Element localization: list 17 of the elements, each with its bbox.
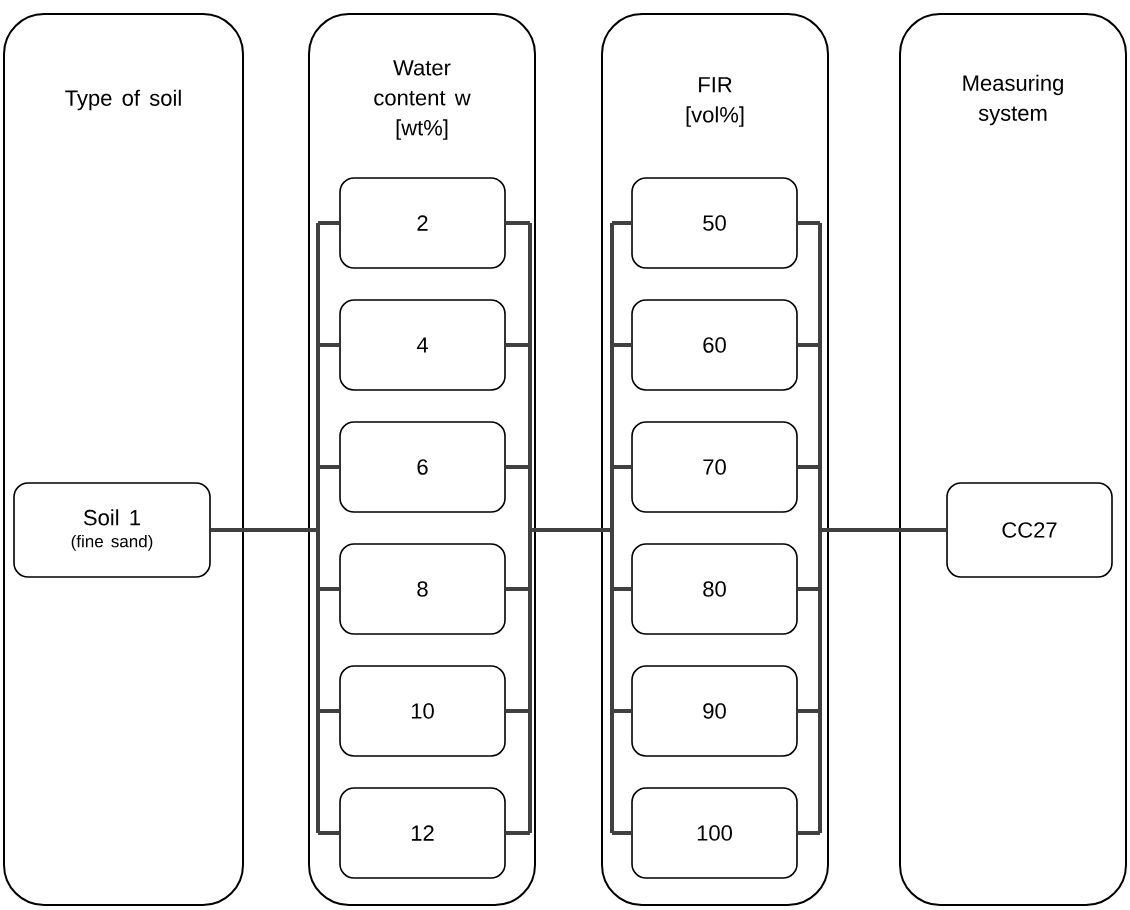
connector-line	[503, 221, 634, 835]
connector-line	[208, 221, 342, 835]
option-box: 70	[631, 421, 798, 513]
option-box: 6	[339, 421, 506, 513]
option-box: 12	[339, 787, 506, 879]
option-box: CC27	[946, 482, 1113, 578]
option-box: 50	[631, 177, 798, 269]
option-box: 8	[339, 543, 506, 635]
option-box: Soil 1 (fine sand)	[13, 482, 211, 578]
option-box: 2	[339, 177, 506, 269]
option-box: 90	[631, 665, 798, 757]
connector-line	[795, 221, 949, 835]
option-box: 4	[339, 299, 506, 391]
option-box: 100	[631, 787, 798, 879]
option-box: 80	[631, 543, 798, 635]
option-box: 10	[339, 665, 506, 757]
option-box: 60	[631, 299, 798, 391]
